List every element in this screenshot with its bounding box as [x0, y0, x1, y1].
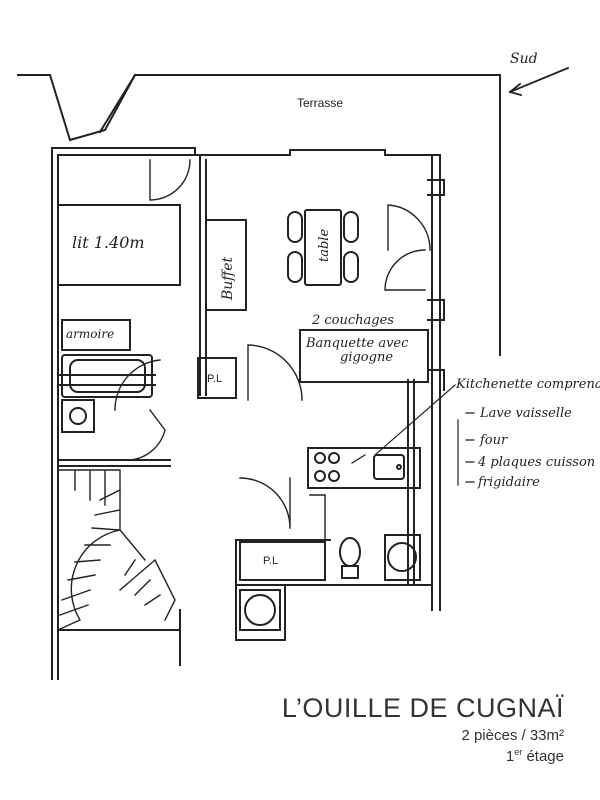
floor-number: 1 — [505, 748, 515, 765]
floor-suffix: er — [514, 747, 523, 757]
partition-bottom — [57, 609, 181, 666]
kitchenette — [307, 447, 421, 489]
property-title: L’OUILLE DE CUGNAÏ — [281, 693, 564, 723]
kitchen-list-bullet — [457, 412, 475, 486]
door-bath — [129, 409, 166, 461]
chair — [343, 211, 359, 243]
sink-drain — [396, 464, 402, 470]
closet-2 — [239, 541, 326, 581]
outer-wall — [51, 147, 441, 156]
toilet-tank — [341, 565, 359, 579]
sofa-line1: 2 couchages — [311, 313, 394, 328]
chair — [287, 211, 303, 243]
kitchen-item-3: 4 plaques cuisson — [477, 455, 595, 470]
right-wall — [431, 154, 441, 611]
buffet — [205, 219, 247, 311]
door-kitchen — [309, 494, 326, 541]
door-wc — [239, 477, 291, 529]
wardrobe-label: armoire — [66, 327, 114, 341]
closet-2-label: P.L — [263, 555, 278, 567]
bed-label: lit 1.40m — [72, 233, 145, 252]
washbasin-bowl — [69, 407, 87, 425]
boiler-tank — [244, 594, 276, 626]
buffet-label: Buffet — [220, 256, 236, 301]
bathtub-inner — [69, 359, 146, 393]
terrace-label: Terrasse — [297, 96, 343, 110]
hob — [328, 452, 340, 464]
sink — [373, 454, 405, 480]
hob — [314, 452, 326, 464]
terrace-outline — [17, 74, 501, 356]
partition-kitchen — [407, 379, 415, 586]
washbasin — [61, 399, 95, 433]
door-kitchen-window — [384, 249, 426, 291]
south-arrow — [508, 66, 570, 97]
staircase — [57, 469, 176, 631]
door-terrace — [387, 204, 431, 251]
bathtub — [61, 354, 153, 398]
property-subtitle: 2 pièces / 33m² — [461, 727, 564, 744]
chair — [343, 251, 359, 283]
partition-bedroom-bottom — [57, 374, 156, 386]
partition-wc — [235, 539, 433, 641]
terrace-diagonal — [98, 73, 137, 134]
sofa-line3: gigogne — [340, 350, 393, 365]
closet-1-label: P.L — [207, 373, 222, 385]
chair — [287, 251, 303, 283]
toilet-bowl — [339, 537, 361, 567]
floor-word: étage — [522, 748, 564, 765]
kitchen-item-2: four — [479, 433, 508, 448]
partition-bath — [57, 459, 171, 467]
closet-1 — [197, 357, 237, 399]
hob — [314, 470, 326, 482]
table — [304, 209, 342, 286]
washing-machine-drum — [387, 542, 417, 572]
washing-machine — [384, 534, 421, 581]
wardrobe — [61, 319, 131, 351]
sofa-bed — [299, 329, 429, 383]
kitchen-title: Kitchenette comprenant — [455, 377, 600, 392]
sofa-line2: Banquette avec — [305, 336, 409, 351]
door-bedroom — [149, 159, 191, 201]
table-label: table — [317, 229, 332, 262]
window — [427, 179, 445, 391]
floor-plan: Sud Terrasse lit 1.40m Buffet table armo… — [17, 51, 600, 680]
kitchen-item-1: Lave vaisselle — [479, 406, 572, 421]
kitchen-leader — [351, 384, 456, 464]
door-living — [247, 344, 303, 401]
orientation-label: Sud — [510, 51, 538, 67]
property-floor: 1er étage — [506, 747, 564, 765]
boiler — [239, 589, 281, 631]
kitchen-item-4: frigidaire — [477, 475, 540, 490]
hob — [328, 470, 340, 482]
